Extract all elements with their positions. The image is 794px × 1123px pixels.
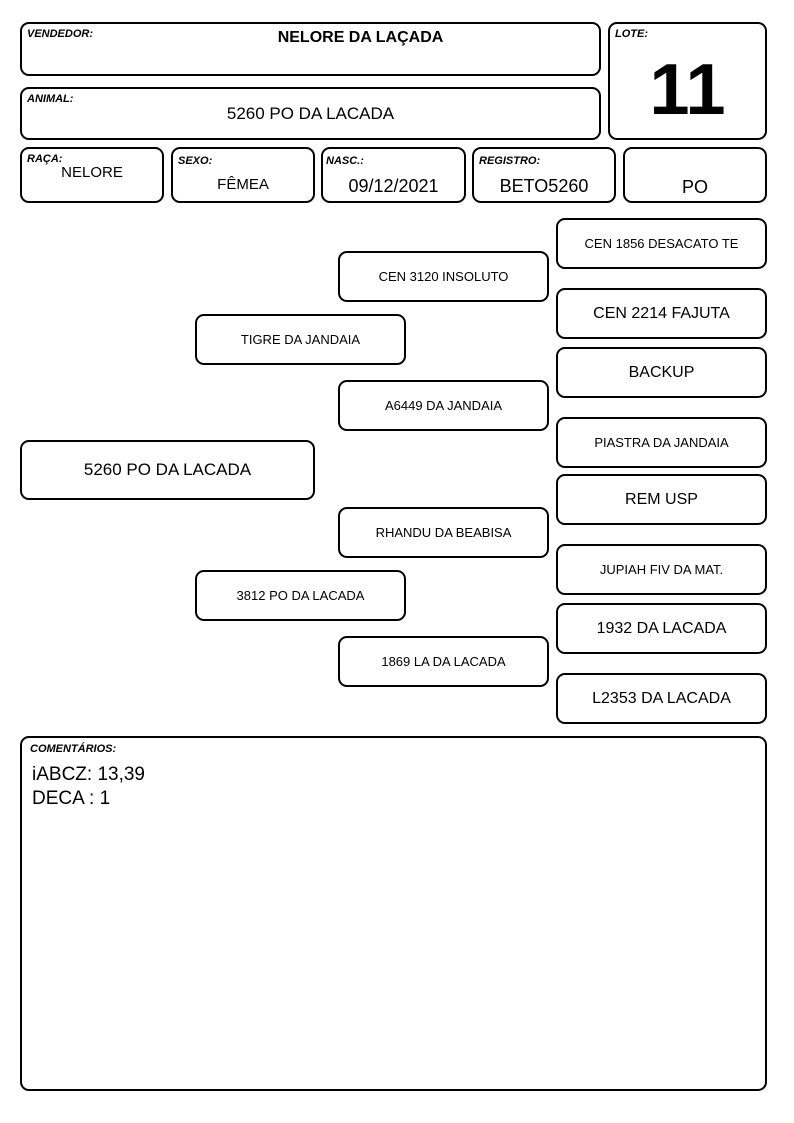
pedigree-ggp-8: L2353 DA LACADA <box>556 673 767 724</box>
lote-label: LOTE: <box>615 28 648 40</box>
pedigree-dam-dam: 1869 LA DA LACADA <box>338 636 549 687</box>
pedigree-animal: 5260 PO DA LACADA <box>20 440 315 500</box>
raca-label: RAÇA: <box>27 153 63 165</box>
nasc-value: 09/12/2021 <box>348 176 439 196</box>
pedigree-ggp-7: 1932 DA LACADA <box>556 603 767 654</box>
pedigree-sire-dam: A6449 DA JANDAIA <box>338 380 549 431</box>
pedigree-dam: 3812 PO DA LACADA <box>195 570 406 621</box>
registro-value: BETO5260 <box>499 176 589 196</box>
comments-line-1: iABCZ: 13,39 <box>32 764 145 785</box>
vendedor-box: VENDEDOR: NELORE DA LAÇADA <box>20 22 601 76</box>
sexo-box: SEXO: FÊMEA <box>171 147 315 203</box>
raca-value: NELORE <box>61 164 123 181</box>
pedigree-sire-sire: CEN 3120 INSOLUTO <box>338 251 549 302</box>
nasc-label: NASC.: <box>326 155 364 167</box>
comments-line-2: DECA : 1 <box>32 788 111 809</box>
comments-box: COMENTÁRIOS: iABCZ: 13,39 DECA : 1 <box>20 736 767 1091</box>
pedigree-dam-sire: RHANDU DA BEABISA <box>338 507 549 558</box>
lote-box: LOTE: 11 <box>608 22 767 140</box>
pedigree-ggp-5: REM USP <box>556 474 767 525</box>
pedigree-ggp-4: PIASTRA DA JANDAIA <box>556 417 767 468</box>
lote-number: 11 <box>649 50 726 130</box>
animal-value: 5260 PO DA LACADA <box>226 104 395 123</box>
registro-box: REGISTRO: BETO5260 <box>472 147 616 203</box>
sexo-value: FÊMEA <box>217 176 269 193</box>
comments-label: COMENTÁRIOS: <box>30 743 117 755</box>
categoria-box: PO <box>623 147 767 203</box>
pedigree-sire: TIGRE DA JANDAIA <box>195 314 406 365</box>
animal-box: ANIMAL: 5260 PO DA LACADA <box>20 87 601 140</box>
pedigree-ggp-1: CEN 1856 DESACATO TE <box>556 218 767 269</box>
pedigree-ggp-6: JUPIAH FIV DA MAT. <box>556 544 767 595</box>
sexo-label: SEXO: <box>178 155 213 167</box>
pedigree-ggp-3: BACKUP <box>556 347 767 398</box>
pedigree-ggp-2: CEN 2214 FAJUTA <box>556 288 767 339</box>
categoria-value: PO <box>681 177 708 197</box>
vendedor-value: NELORE DA LAÇADA <box>277 29 444 46</box>
animal-label: ANIMAL: <box>27 93 74 105</box>
registro-label: REGISTRO: <box>479 155 541 167</box>
nasc-box: NASC.: 09/12/2021 <box>321 147 466 203</box>
raca-box: RAÇA: NELORE <box>20 147 164 203</box>
vendedor-label: VENDEDOR: <box>27 28 94 40</box>
